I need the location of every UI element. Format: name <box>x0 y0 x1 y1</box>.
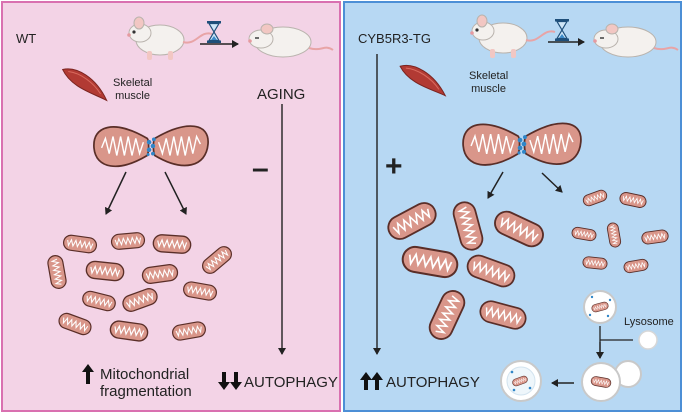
tg-split-arrow-right <box>541 172 563 193</box>
wt-split-arrow-left <box>104 171 127 215</box>
lysosome-label: Lysosome <box>624 316 674 328</box>
wt-muscle-icon <box>57 65 114 101</box>
wt-young-mouse-icon <box>126 16 213 61</box>
double-arrow-up-icon <box>360 372 383 390</box>
lysosome-connector <box>599 326 633 358</box>
tg-positive-sign: + <box>385 150 403 183</box>
tg-fragmented-mitochondria <box>570 188 670 274</box>
autophagosome-icon <box>581 360 642 402</box>
wt-panel <box>1 1 341 412</box>
tg-old-mouse-icon <box>592 23 679 58</box>
wt-mitochondrion-icon <box>93 125 209 168</box>
tg-outcome-autophagy: AUTOPHAGY <box>386 374 480 391</box>
autolysosome-icon <box>500 360 542 402</box>
double-arrow-down-icon <box>218 372 242 390</box>
lysosome-vesicle-icon <box>638 330 658 350</box>
tg-hourglass-icon <box>554 18 570 42</box>
wt-tissue-label: Skeletal muscle <box>113 77 153 102</box>
tg-genotype-label: CYB5R3-TG <box>358 31 431 46</box>
wt-hourglass-icon <box>206 20 222 44</box>
wt-old-mouse-icon <box>247 23 334 58</box>
arrow-up-icon <box>82 364 94 384</box>
wt-fragmented-mitochondria <box>46 231 236 343</box>
tg-healthy-mitochondria <box>383 198 548 344</box>
tg-panel <box>343 1 682 412</box>
tg-tissue-label: Skeletal muscle <box>469 70 509 95</box>
tg-young-mouse-icon <box>469 14 556 59</box>
lysosome-icon <box>583 290 617 324</box>
tg-muscle-icon <box>395 62 452 97</box>
tg-split-arrow-left <box>487 171 504 199</box>
wt-genotype-label: WT <box>16 31 37 46</box>
wt-outcome-autophagy: AUTOPHAGY <box>244 374 338 391</box>
wt-negative-sign: – <box>252 152 269 185</box>
wt-split-arrow-right <box>164 171 187 215</box>
tg-mitochondrion-icon <box>462 122 582 166</box>
wt-outcome-fragmentation: Mitochondrial fragmentation <box>100 366 192 400</box>
wt-aging-label: AGING <box>257 86 306 103</box>
